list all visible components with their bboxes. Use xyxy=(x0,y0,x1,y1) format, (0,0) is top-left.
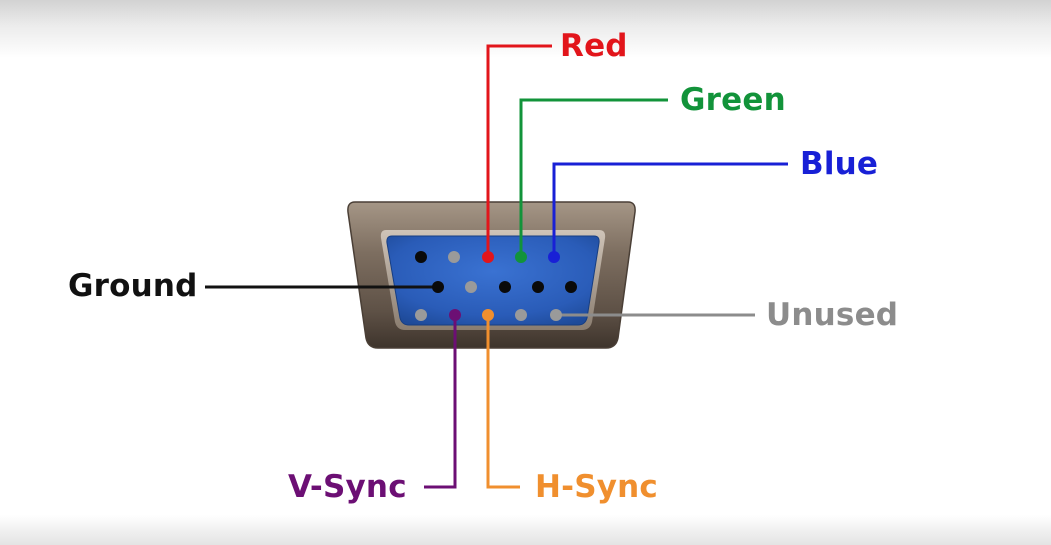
pin-12-vsync xyxy=(449,309,461,321)
label-red: Red xyxy=(560,28,628,64)
pin-3-red xyxy=(482,251,494,263)
pin-14 xyxy=(515,309,527,321)
bottom-shade xyxy=(0,515,1051,545)
label-vsync: V-Sync xyxy=(288,469,407,505)
pin-2 xyxy=(448,251,460,263)
connector-pin-block xyxy=(386,235,600,326)
pin-7 xyxy=(465,281,477,293)
vsync-leader-line xyxy=(424,315,457,489)
label-green: Green xyxy=(680,82,786,118)
label-ground: Ground xyxy=(68,268,198,304)
hsync-leader-line xyxy=(486,315,520,489)
red-leader-line xyxy=(486,44,552,257)
pin-15-unused xyxy=(550,309,562,321)
pin-1 xyxy=(415,251,427,263)
pin-8 xyxy=(499,281,511,293)
label-blue: Blue xyxy=(800,146,879,182)
top-shade xyxy=(0,0,1051,58)
pin-13-hsync xyxy=(482,309,494,321)
label-unused: Unused xyxy=(766,297,899,333)
pin-6-ground xyxy=(432,281,444,293)
pin-5-blue xyxy=(548,251,560,263)
pin-11 xyxy=(415,309,427,321)
label-hsync: H-Sync xyxy=(535,469,658,505)
pin-9 xyxy=(532,281,544,293)
green-leader-line xyxy=(519,98,668,257)
blue-leader-line xyxy=(552,162,788,257)
pin-10 xyxy=(565,281,577,293)
pin-4-green xyxy=(515,251,527,263)
